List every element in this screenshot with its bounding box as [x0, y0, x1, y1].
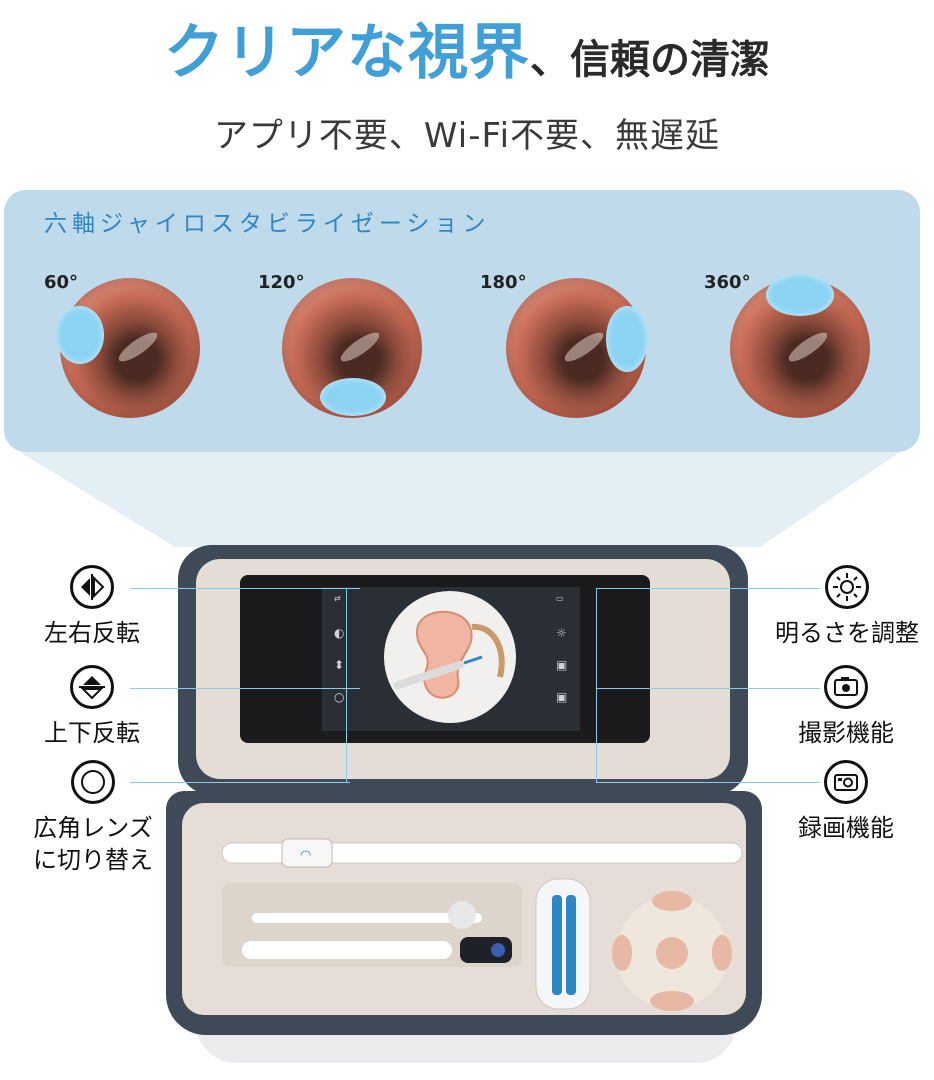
svg-text:◐: ◐ — [334, 626, 344, 640]
svg-text:⬍: ⬍ — [334, 658, 344, 672]
brush-head — [448, 901, 476, 929]
headline: クリアな視界、信頼の清潔 — [0, 4, 934, 91]
feature-label: 撮影機能 — [798, 719, 894, 747]
down-button — [650, 991, 694, 1011]
feature-flip-vertical: 上下反転 — [32, 665, 152, 749]
connector-line — [596, 588, 597, 782]
feature-video-record: 録画機能 — [776, 760, 916, 844]
connector-line — [596, 688, 820, 689]
ear-shine — [337, 328, 383, 366]
feature-label: 明るさを調整 — [775, 619, 919, 647]
svg-text:○: ○ — [334, 690, 344, 704]
video-record-icon — [824, 760, 868, 804]
gyro-indicator-60 — [56, 306, 104, 364]
feature-label: 広角レンズ に切り替え — [33, 814, 153, 874]
probe-tip — [463, 655, 483, 665]
wide-lens-icon — [71, 760, 115, 804]
up-button — [652, 891, 692, 911]
panel-title: 六軸ジャイロスタビライゼーション — [44, 211, 491, 237]
flip-vertical-icon — [70, 665, 114, 709]
ear-shine — [785, 328, 831, 366]
feature-label: 上下反転 — [44, 719, 140, 747]
center-button — [656, 937, 688, 969]
feature-label: 録画機能 — [798, 814, 894, 842]
wifi-icon: ◠ — [300, 848, 311, 863]
feature-wide-lens: 広角レンズ に切り替え — [18, 760, 168, 876]
gyro-indicator-120 — [320, 378, 386, 416]
otoscope-wand — [221, 842, 743, 864]
connector-line — [346, 588, 347, 782]
feature-brightness: 明るさを調整 — [762, 565, 932, 649]
ear-tips-right — [566, 895, 576, 995]
svg-text:☼: ☼ — [556, 626, 567, 640]
ear-pick — [242, 941, 452, 959]
gyro-indicator-180 — [606, 306, 648, 372]
display-content: ⇄ ▭ ◐ ⬍ ○ ☼ ▣ ▣ — [334, 591, 567, 723]
left-button — [612, 935, 632, 971]
beam-shape — [20, 452, 900, 547]
wand-grip — [281, 838, 333, 868]
otoscope-case: ⇄ ▭ ◐ ⬍ ○ ☼ ▣ ▣ ◠ — [166, 545, 762, 1063]
angle-label-360: 360° — [704, 272, 751, 293]
case-base: ◠ — [166, 791, 762, 1035]
tips-container — [535, 878, 591, 1010]
connector-line — [130, 588, 360, 589]
cleaning-brush — [252, 913, 482, 923]
right-button — [712, 935, 732, 971]
display-screen: ⇄ ▭ ◐ ⬍ ○ ☼ ▣ ▣ — [322, 587, 580, 731]
angle-label-180: 180° — [480, 272, 527, 293]
ear-shine — [115, 328, 161, 366]
connector-line — [130, 688, 360, 689]
angle-label-60: 60° — [44, 272, 79, 293]
ear-shine — [561, 328, 607, 366]
gyro-indicator-360 — [766, 274, 834, 316]
svg-text:▭: ▭ — [556, 594, 564, 603]
svg-text:▣: ▣ — [556, 690, 567, 704]
connector-line — [596, 588, 820, 589]
connector-line — [596, 782, 820, 783]
case-lid: ⇄ ▭ ◐ ⬍ ○ ☼ ▣ ▣ — [178, 545, 748, 795]
subheadline: アプリ不要、Wi-Fi不要、無遅延 — [213, 116, 721, 156]
projection-beam — [20, 452, 900, 547]
headline-main: クリアな視界 — [164, 18, 530, 88]
camera-icon — [824, 665, 868, 709]
connector-line — [130, 782, 350, 783]
tray-contents: ◠ — [221, 838, 743, 1011]
feature-camera: 撮影機能 — [776, 665, 916, 749]
angle-label-120: 120° — [258, 272, 305, 293]
brightness-icon — [825, 565, 869, 609]
accessory-tray: ◠ — [182, 803, 746, 1015]
svg-text:▣: ▣ — [556, 658, 567, 672]
ear-tips-left — [552, 895, 562, 995]
ear-canal — [471, 623, 505, 678]
headline-sub: 、信頼の清潔 — [530, 37, 770, 83]
display-frame: ⇄ ▭ ◐ ⬍ ○ ☼ ▣ ▣ — [240, 575, 650, 743]
flip-horizontal-icon — [70, 565, 114, 609]
gyro-stabilization-panel: 六軸ジャイロスタビライゼーション 60° 120° 180° 360° — [4, 190, 920, 452]
feature-label: 左右反転 — [44, 619, 140, 647]
camera-lens — [491, 943, 505, 957]
otoscope-probe — [393, 660, 465, 690]
svg-text:⇄: ⇄ — [334, 594, 341, 603]
feature-flip-horizontal: 左右反転 — [32, 565, 152, 649]
